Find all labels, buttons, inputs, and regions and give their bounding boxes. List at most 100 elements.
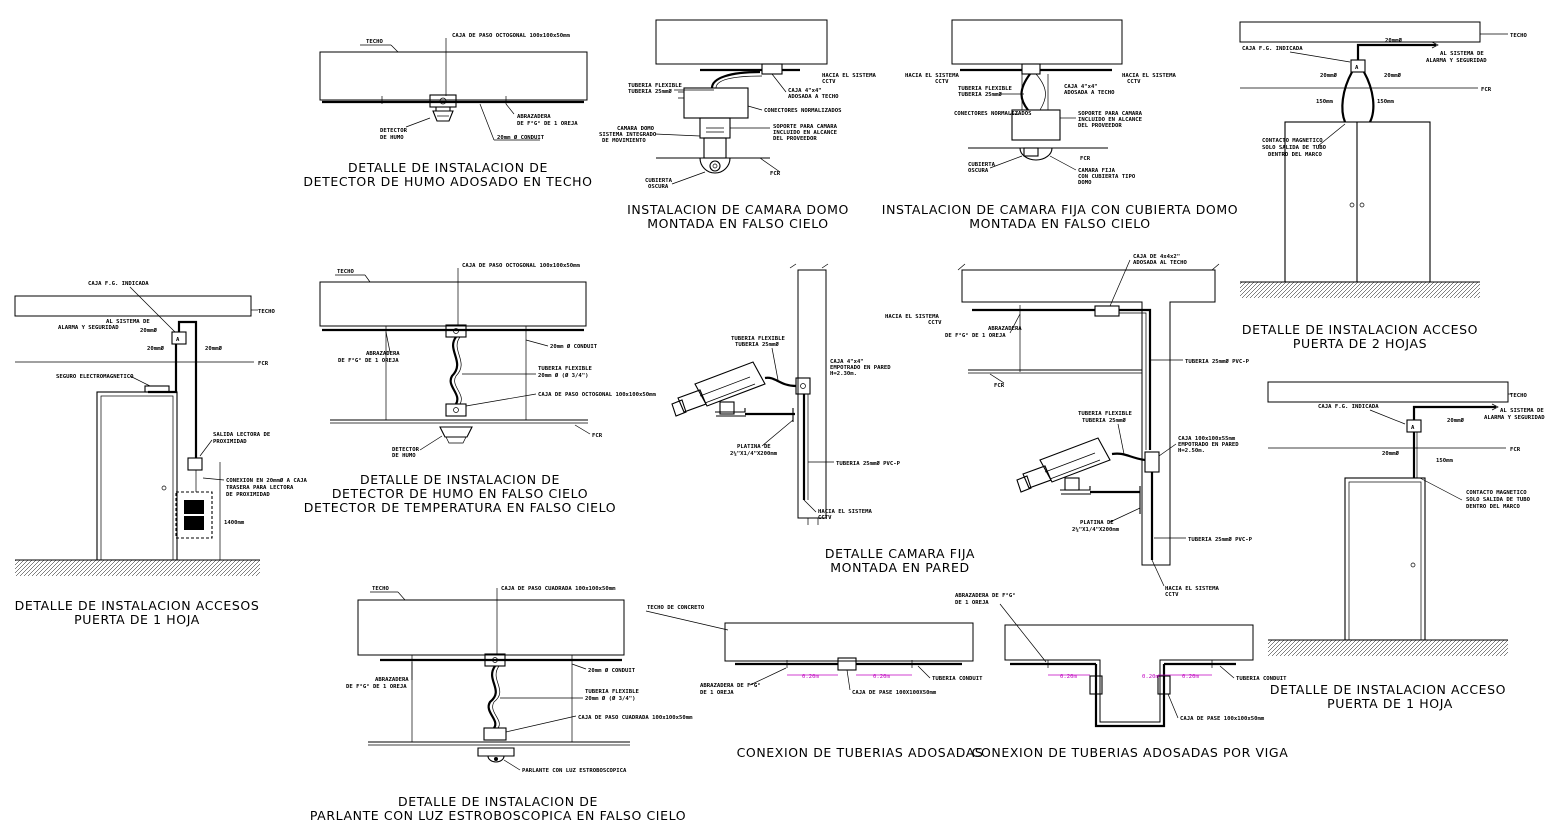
concrete-slab [357, 599, 625, 656]
title-line-2: DETECTOR DE HUMO ADOSADO EN TECHO [303, 174, 592, 189]
label-al-sistema-1: AL SISTEMA DE [1440, 51, 1484, 57]
title-line-1: INSTALACION DE CAMARA DOMO [627, 202, 849, 217]
label-soporte-1: SOPORTE PARA CAMARA [773, 124, 838, 130]
label-caja-top-2: ADOSADA AL TECHO [1133, 260, 1188, 266]
label-techo: TECHO [1510, 33, 1527, 39]
label-platina-2: 2¼"X1/4"X200mm [730, 451, 778, 457]
label-camara-3: DOMO [1078, 180, 1092, 186]
label-tuberia-flex-1: TUBERIA FLEXIBLE [1078, 411, 1132, 417]
label-hacia-1: HACIA EL SISTEMA [822, 73, 877, 79]
label-salida-1: SALIDA LECTORA DE [213, 432, 270, 438]
label-20mm-b: 20mmØ [1382, 450, 1399, 457]
label-tuberia-1: TUBERIA FLEXIBLE [731, 336, 785, 342]
concrete-slab [319, 281, 587, 327]
label-hacia-2: CCTV [818, 515, 832, 521]
label-caja-3: H=2.50m. [1178, 448, 1205, 454]
label-fcr: FCR [1510, 447, 1521, 453]
label-abrazadera-1: ABRAZADERA [366, 351, 400, 357]
label-platina-2: 2¼"X1/4"X200mm [1072, 527, 1120, 533]
label-fcr: FCR [1481, 87, 1492, 93]
label-tuberia-2: 20mm Ø (Ø 3/4") [538, 372, 589, 379]
label-150mm-a: 150mm [1316, 99, 1333, 105]
label-tuberia-1: TUBERIA FLEXIBLE [585, 689, 639, 695]
title-line-2: PARLANTE CON LUZ ESTROBOSCOPICA EN FALSO… [310, 808, 686, 823]
title-line-1: DETALLE CAMARA FIJA [825, 546, 975, 561]
label-abrazadera-2: DE F°G° DE 1 OREJA [945, 333, 1006, 339]
label-detector-1: DETECTOR [392, 447, 420, 453]
label-camara-2: CON CUBIERTA TIPO [1078, 174, 1136, 180]
label-20mm-b: 20mmØ [147, 345, 164, 352]
label-caja-2: ADOSADA A TECHO [788, 94, 839, 100]
label-contacto-2: SOLO SALIDA DE TUBO [1262, 145, 1327, 151]
label-caja-1: CAJA 100x100x55mm [1178, 436, 1236, 442]
label-20mm-c: 20mmØ [1384, 72, 1401, 79]
label-cubierta-2: OSCURA [648, 184, 669, 190]
label-abrazadera-1: ABRAZADERA [988, 326, 1022, 332]
title-line-1: INSTALACION DE CAMARA FIJA CON CUBIERTA … [882, 202, 1238, 217]
label-conexion-2: TRASERA PARA LECTORA [226, 485, 294, 491]
speaker-strobe-icon [477, 747, 515, 757]
concrete-slab [951, 19, 1123, 65]
label-conduit: TUBERIA CONDUIT [932, 676, 983, 682]
label-abrazadera-2: DE F°G° DE 1 OREJA [338, 358, 399, 364]
title-line-2: PUERTA DE 2 HOJAS [1293, 336, 1427, 351]
title-line-3: DETECTOR DE TEMPERATURA EN FALSO CIELO [304, 500, 616, 515]
label-al-sistema-1: AL SISTEMA DE [1500, 408, 1544, 414]
label-al-sistema-2: ALARMA Y SEGURIDAD [1484, 415, 1545, 421]
detail-humo-techo: TECHO CAJA DE PASO OCTOGONAL 100x100x50m… [303, 33, 592, 189]
wall-camera-icon [671, 361, 795, 422]
label-20mm-b: 20mmØ [1320, 72, 1337, 79]
label-soporte-3: DEL PROVEEDOR [773, 136, 817, 142]
wall-camera-icon [1016, 437, 1141, 514]
label-abrazadera-2: DE 1 OREJA [700, 690, 734, 696]
label-platina-1: PLATINA DE [1080, 520, 1114, 526]
label-hacia-2: CCTV [822, 79, 836, 85]
label-soporte-2: INCLUIDO EN ALCANCE [1078, 117, 1142, 123]
label-parlante: PARLANTE CON LUZ ESTROBOSCOPICA [522, 768, 627, 774]
label-tuberia-1: TUBERIA FLEXIBLE [538, 366, 592, 372]
smoke-detector-icon [439, 426, 473, 438]
label-hacia-right-2: CCTV [1127, 79, 1141, 85]
box-letter: A [176, 337, 180, 343]
title-line-2: DETECTOR DE HUMO EN FALSO CIELO [332, 486, 588, 501]
label-contacto-1: CONTACTO MAGNETICO [1466, 490, 1527, 496]
detail-camara-pared: TUBERIA FLEXIBLE TUBERIA 25mmØ CAJA 4"x4… [671, 263, 975, 575]
label-caja-2: EMPOTRADO EN PARED [1178, 442, 1239, 448]
label-conduit: 20mm Ø CONDUIT [588, 667, 636, 674]
detail-camara-domo: TUBERIA FLEXIBLE TUBERIA 25mmØ CAJA 4"x4… [599, 19, 877, 231]
label-techo: TECHO [337, 269, 354, 275]
label-caja-2: CAJA DE PASO CUADRADA 100x100x50mm [578, 715, 693, 721]
detail-tuberias-viga: 0.20m 0.20m 0.20m ABRAZADERA DE F°G° DE … [955, 593, 1288, 760]
label-fcr: FCR [592, 433, 603, 439]
label-detector-1: DETECTOR [380, 128, 408, 134]
dimension-2: 0.20m [873, 674, 890, 680]
label-caja-top-1: CAJA DE 4x4x2" [1133, 254, 1180, 260]
label-caja-1: CAJA 4"x4" [1064, 84, 1098, 90]
label-20mm-a: 20mmØ [1447, 417, 1464, 424]
title-line-1: DETALLE DE INSTALACION DE [348, 160, 548, 175]
label-conduit: 20mm Ø CONDUIT [497, 134, 545, 141]
detail-camara-fija-domo: HACIA EL SISTEMA CCTV HACIA EL SISTEMA C… [882, 19, 1238, 231]
title-line-1: DETALLE DE INSTALACION ACCESO [1242, 322, 1478, 337]
label-fcr: FCR [258, 361, 269, 367]
title-line-1: DETALLE DE INSTALACION ACCESO [1270, 682, 1506, 697]
title-line-2: PUERTA DE 1 HOJA [74, 612, 200, 627]
label-abrazadera-2: DE 1 OREJA [955, 600, 989, 606]
detail-acceso-1-hoja-right: TECHO FCR A CAJA F.G. INDICADA 20mmØ AL … [1267, 381, 1545, 711]
label-cubierta-1: CUBIERTA [968, 162, 996, 168]
label-contacto-1: CONTACTO MAGNETICO [1262, 138, 1323, 144]
label-conectores: CONECTORES NORMALIZADOS [764, 108, 842, 114]
label-tuberia-1: TUBERIA FLEXIBLE [628, 83, 682, 89]
dimension-1: 0.20m [802, 674, 819, 680]
label-conectores: CONECTORES NORMALIZADOS [954, 111, 1032, 117]
label-cubierta-1: CUBIERTA [645, 178, 673, 184]
label-abrazadera-2: DE F°G° DE 1 OREJA [517, 121, 578, 127]
label-tuberia-pvc: TUBERIA 25mmØ PVC-P [836, 460, 901, 467]
label-soporte-3: DEL PROVEEDOR [1078, 123, 1122, 129]
dome-camera-icon [699, 157, 731, 174]
label-caja-1: CAJA DE PASO OCTOGONAL 100x100x50mm [462, 263, 581, 269]
label-tuberia-2: TUBERIA 25mmØ [628, 88, 672, 95]
label-al-sistema-2: ALARMA Y SEGURIDAD [58, 325, 119, 331]
label-caja: CAJA DE PASE 100x100x50mm [1180, 716, 1265, 722]
